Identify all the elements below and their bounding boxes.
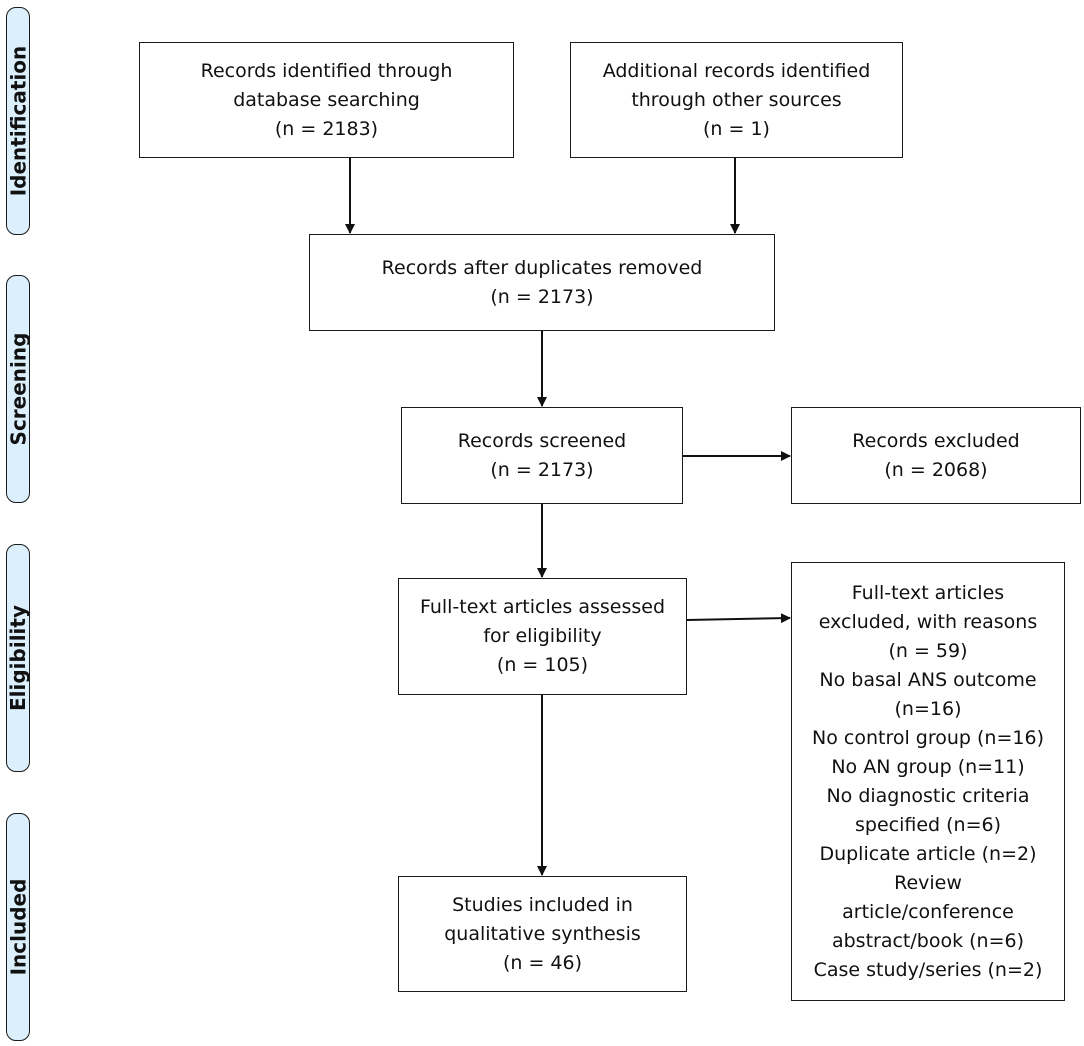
- stage-identification: Identification: [6, 7, 30, 235]
- box-line: (n = 46): [502, 951, 583, 974]
- box-line: (n=16): [894, 697, 962, 720]
- box-line: database searching: [233, 88, 420, 111]
- box-line: excluded, with reasons: [818, 610, 1038, 633]
- box-line: Records excluded: [852, 429, 1020, 452]
- box-line: Full-text articles assessed: [419, 596, 666, 618]
- box-full-text-excluded: Full-text articles excluded, with reason…: [791, 562, 1065, 1001]
- box-line: (n = 59): [888, 639, 968, 662]
- box-records-excluded: Records excluded (n = 2068): [791, 407, 1081, 504]
- box-other-sources: Additional records identified through ot…: [570, 42, 903, 158]
- box-studies-included: Studies included in qualitative synthesi…: [398, 876, 687, 992]
- box-records-screened: Records screened (n = 2173): [401, 407, 683, 504]
- box-line: (n = 1): [703, 117, 770, 140]
- stage-eligibility: Eligibility: [6, 544, 30, 772]
- box-line: Full-text articles: [851, 581, 1005, 604]
- stage-included: Included: [6, 813, 30, 1041]
- box-line: (n = 2173): [490, 458, 594, 481]
- box-line: specified (n=6): [854, 813, 1001, 836]
- box-line: No diagnostic criteria: [826, 784, 1030, 807]
- box-line: (n = 2183): [274, 117, 379, 140]
- box-line: No basal ANS outcome: [819, 668, 1037, 691]
- box-line: qualitative synthesis: [444, 922, 641, 945]
- box-line: Records screened: [457, 429, 627, 452]
- box-line: Records after duplicates removed: [381, 256, 703, 279]
- box-after-duplicates: Records after duplicates removed (n = 21…: [309, 234, 775, 331]
- box-line: (n = 2068): [884, 458, 988, 481]
- box-full-text-assessed: Full-text articles assessed for eligibil…: [398, 578, 687, 695]
- box-line: (n = 105): [496, 654, 589, 676]
- arrow-fulltext-to-excluded: [686, 613, 791, 624]
- box-line: Case study/series (n=2): [813, 958, 1043, 981]
- stage-screening: Screening: [6, 275, 30, 503]
- box-line: Additional records identified: [602, 59, 871, 82]
- box-line: through other sources: [631, 88, 842, 111]
- box-line: for eligibility: [483, 625, 602, 647]
- box-database-search: Records identified through database sear…: [139, 42, 514, 158]
- box-line: (n = 2173): [490, 285, 594, 308]
- box-line: abstract/book (n=6): [831, 929, 1025, 952]
- box-line: article/conference: [842, 900, 1014, 923]
- box-line: Review: [894, 871, 962, 894]
- box-line: Studies included in: [452, 893, 633, 916]
- box-line: Records identified through: [200, 59, 453, 82]
- box-line: Duplicate article (n=2): [819, 842, 1037, 865]
- box-line: No control group (n=16): [812, 726, 1044, 749]
- box-line: No AN group (n=11): [831, 755, 1025, 778]
